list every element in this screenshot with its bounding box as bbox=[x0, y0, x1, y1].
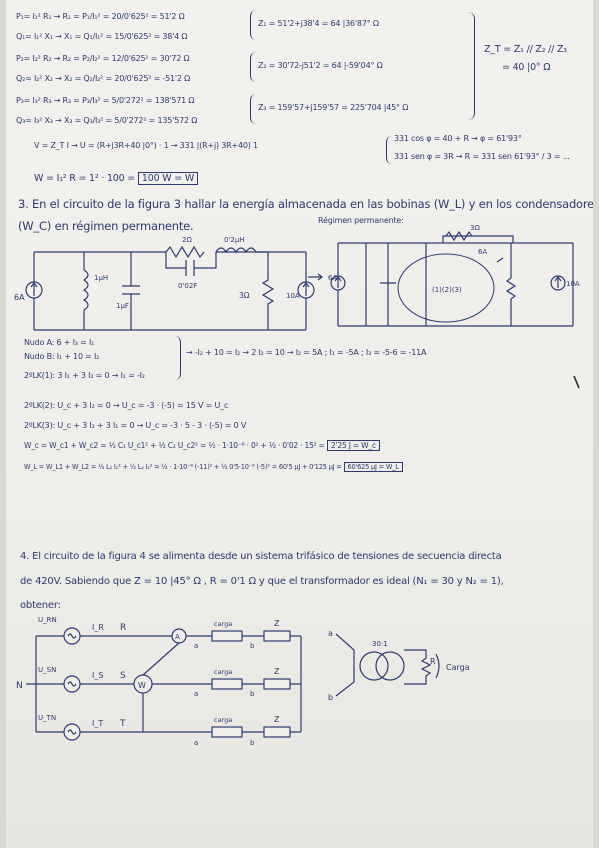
figure-3-steady-state: 6A 3Ω (1)(2)(3) 6A 10A bbox=[328, 224, 580, 327]
eq-q1: Q₁= I₁² X₁ → X₁ = Q₁/I₁² = 15/0'625² = 3… bbox=[16, 32, 188, 41]
problem-4-statement-1: 4. El circuito de la figura 4 se aliment… bbox=[20, 551, 502, 562]
fig3-resistor-right-label: 3Ω bbox=[239, 291, 250, 300]
brace-system bbox=[386, 136, 393, 164]
fig4-phase-t: T bbox=[119, 719, 126, 729]
big-brace bbox=[468, 12, 475, 120]
w-expression: W = I₁² R = 1² · 100 = bbox=[34, 173, 136, 184]
regimen-label: Régimen permanente: bbox=[318, 216, 404, 225]
fig4-phase-r: R bbox=[120, 623, 126, 633]
brace-node-system bbox=[174, 336, 181, 380]
arrow-icon bbox=[308, 273, 323, 281]
fig4-node-a-t: a bbox=[194, 739, 198, 747]
fig4-node-b-t: b bbox=[250, 739, 255, 747]
fig4-node-b-s: b bbox=[250, 690, 255, 698]
fig3-source-left-label: 6A bbox=[14, 293, 25, 302]
fig3b-source-left-label: 6A bbox=[328, 274, 337, 282]
wc-line: W_c = W_c1 + W_c2 = ½ C₁ U_c1² + ½ C₂ U_… bbox=[24, 440, 380, 451]
z-total-value: = 40 |0° Ω bbox=[502, 62, 551, 73]
fig3b-current-label: 6A bbox=[478, 248, 487, 256]
eq-p2: P₂= I₂² R₂ → R₂ = P₂/I₂² = 12/0'625² = 3… bbox=[16, 54, 190, 63]
brace-z3 bbox=[250, 94, 257, 124]
notebook-page: P₁= I₁² R₁ → R₁ = P₁/I₁² = 20/0'625² = 5… bbox=[6, 0, 593, 848]
fig3-inductor-top-label: 0'2μH bbox=[224, 236, 245, 244]
wl-result-box: 60'625 μJ = W_L bbox=[343, 462, 403, 472]
figure-3-circuit: 6A 1μH 1μF 2Ω 0'2μH 0'02F 3Ω 10A bbox=[14, 236, 315, 331]
system-eq-1: 331 cos φ = 40 + R → φ = 61'93° bbox=[394, 134, 522, 143]
fig3b-loop-label: (1)(2)(3) bbox=[432, 286, 462, 294]
problem-3-statement-1: 3. En el circuito de la figura 3 hallar … bbox=[18, 197, 593, 211]
fig4-node-a-r: a bbox=[194, 642, 198, 650]
eq-q3: Q₃= I₃² X₃ → X₃ = Q₃/I₃² = 5/0'272² = 13… bbox=[16, 116, 198, 125]
fig4-current-s: I_S bbox=[92, 671, 103, 680]
transformer-load-label: Carga bbox=[446, 663, 470, 672]
brace-z2 bbox=[250, 52, 257, 82]
fig4-z-t: Z bbox=[274, 715, 280, 724]
fig4-current-r: I_R bbox=[92, 623, 104, 632]
w-result-box: 100 W = W bbox=[137, 172, 199, 185]
problem-4-statement-2: de 420V. Sabiendo que Z = 10 |45° Ω , R … bbox=[20, 576, 504, 587]
fig4-node-b-r: b bbox=[250, 642, 255, 650]
fig3-resistor-top-label: 2Ω bbox=[182, 236, 192, 244]
z1-result: Z₁ = 51'2+j38'4 = 64 |36'87° Ω bbox=[258, 19, 379, 28]
v-line: V = Z_T I → U = (R+j3R+40 |0°) · 1 → 331… bbox=[34, 141, 258, 150]
eq-lk3: 2ºLK(3): U_c + 3 I₂ + 3 I₁ = 0 → U_c = -… bbox=[24, 421, 247, 430]
fig4-phase-s: S bbox=[120, 671, 126, 681]
figure-4-circuit: N U_RN U_SN U_TN I_R I_S I_T R S T A W c… bbox=[16, 616, 302, 747]
fig4-source-r: U_RN bbox=[38, 616, 57, 624]
fig4-source-s: U_SN bbox=[38, 666, 56, 674]
fig4-ammeter: A bbox=[175, 633, 180, 641]
transformer-node-b: b bbox=[328, 693, 333, 702]
wc-expression: W_c = W_c1 + W_c2 = ½ C₁ U_c1² + ½ C₂ U_… bbox=[24, 441, 325, 450]
fig4-z-s: Z bbox=[274, 667, 280, 676]
eq-p3: P₃= I₃² R₃ → R₃ = P₃/I₃² = 5/0'272² = 13… bbox=[16, 96, 195, 105]
brace-z1 bbox=[250, 10, 257, 40]
transformer-detail: a b 30:1 R Carga bbox=[328, 629, 470, 702]
problem-4-statement-3: obtener: bbox=[20, 600, 61, 611]
eq-q2: Q₂= I₂² X₂ → X₂ = Q₂/I₂² = 20/0'625² = -… bbox=[16, 74, 191, 83]
transformer-r-label: R bbox=[430, 657, 436, 666]
eq-node-b: Nudo B: I₁ + 10 = I₂ bbox=[24, 352, 100, 361]
z2-result: Z₂ = 30'72-j51'2 = 64 |-59'04° Ω bbox=[258, 61, 383, 70]
eq-p1: P₁= I₁² R₁ → R₁ = P₁/I₁² = 20/0'625² = 5… bbox=[16, 12, 185, 21]
transformer-ratio: 30:1 bbox=[372, 640, 388, 648]
z3-result: Z₃ = 159'57+j159'57 = 225'704 |45° Ω bbox=[258, 103, 409, 112]
system-solution: → -I₂ + 10 = I₂ → 2 I₂ = 10 → I₂ = 5A ; … bbox=[186, 348, 427, 357]
wc-result-box: 2'25 J = W_c bbox=[326, 440, 380, 451]
fig4-node-a-s: a bbox=[194, 690, 198, 698]
fig4-neutral-label: N bbox=[16, 681, 23, 691]
eq-node-a: Nudo A: 6 + I₃ = I₁ bbox=[24, 338, 95, 347]
fig4-z-r: Z bbox=[274, 619, 280, 628]
fig3-source-right-label: 10A bbox=[286, 292, 300, 300]
fig3-inductor-left-label: 1μH bbox=[94, 274, 108, 282]
eq-lk1: 2ºLK(1): 3 I₁ + 3 I₂ = 0 → I₁ = -I₂ bbox=[24, 371, 145, 380]
fig3b-source-right-label: 10A bbox=[566, 280, 580, 288]
fig4-source-t: U_TN bbox=[38, 714, 56, 722]
fig4-load-s: carga bbox=[214, 668, 232, 676]
fig4-load-r: carga bbox=[214, 620, 232, 628]
wl-line: W_L = W_L1 + W_L2 = ½ L₁ I₁² + ½ L₂ I₂² … bbox=[24, 462, 403, 472]
system-eq-2: 331 sen φ = 3R → R = 331 sen 61'93° / 3 … bbox=[394, 152, 570, 161]
fig4-current-t: I_T bbox=[92, 719, 103, 728]
w-line: W = I₁² R = 1² · 100 = 100 W = W bbox=[34, 172, 199, 185]
wl-expression: W_L = W_L1 + W_L2 = ½ L₁ I₁² + ½ L₂ I₂² … bbox=[24, 463, 342, 471]
fig3-capacitor-top-label: 0'02F bbox=[178, 282, 197, 290]
eq-lk2: 2ºLK(2): U_c + 3 I₂ = 0 → U_c = -3 · (-5… bbox=[24, 401, 229, 410]
fig3b-resistor-top-label: 3Ω bbox=[470, 224, 480, 232]
fig4-wattmeter: W bbox=[138, 681, 146, 690]
fig3-capacitor-left-label: 1μF bbox=[116, 302, 129, 310]
pen-stroke-mark bbox=[573, 375, 580, 389]
transformer-node-a: a bbox=[328, 629, 333, 638]
z-total: Z_T = Z₁ // Z₂ // Z₃ bbox=[484, 44, 567, 55]
problem-3-statement-2: (W_C) en régimen permanente. bbox=[18, 219, 194, 233]
fig4-load-t: carga bbox=[214, 716, 232, 724]
